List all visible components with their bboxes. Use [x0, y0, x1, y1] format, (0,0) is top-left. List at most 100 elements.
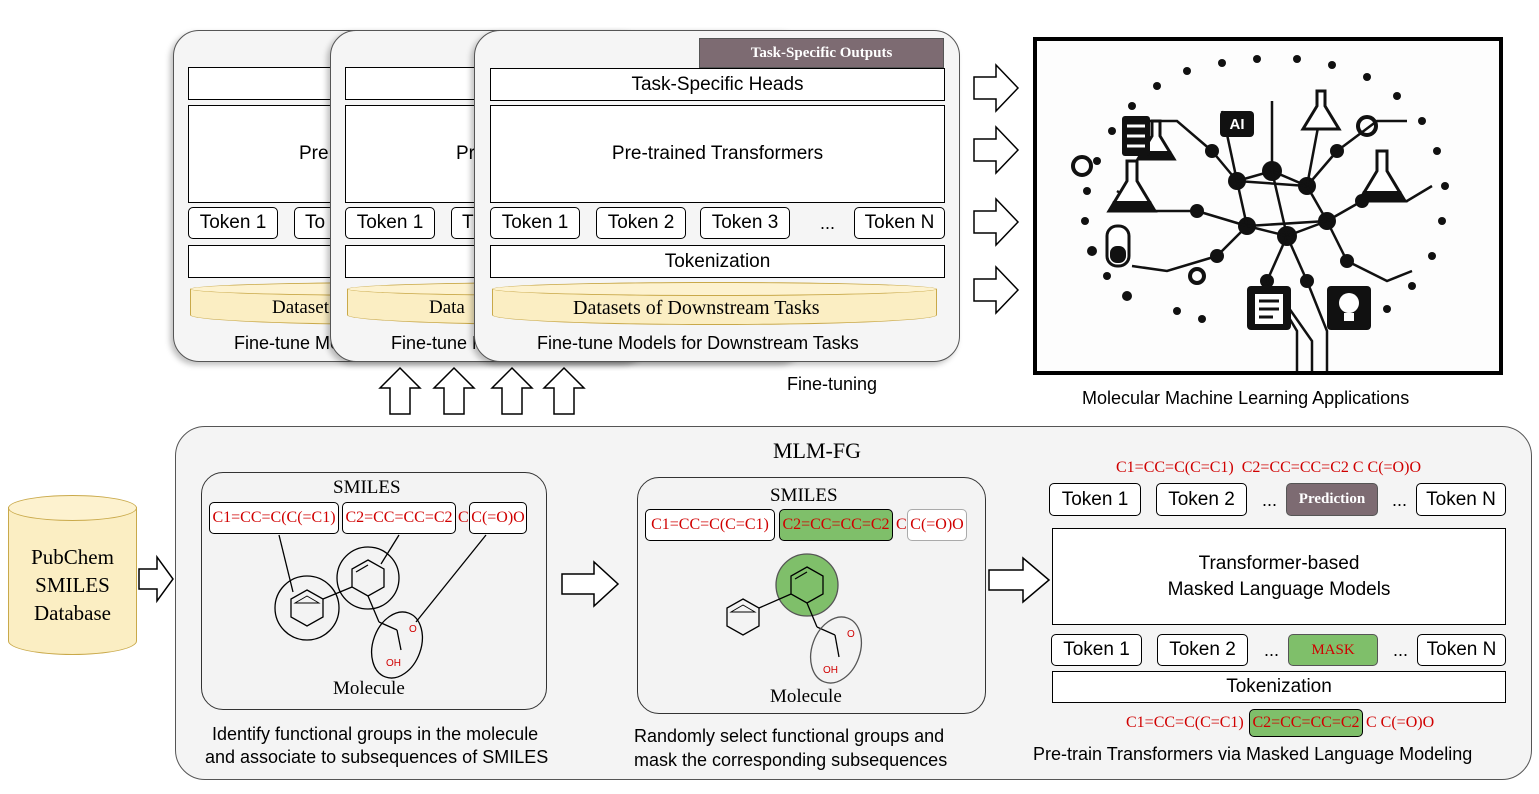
tokenization-box: Tokenization [490, 245, 945, 278]
token-label: Token 1 [356, 212, 424, 233]
token-label: Token 2 [1168, 488, 1235, 510]
step3-top-token-2: Token 2 [1156, 483, 1247, 516]
step2-smiles-seg-4: C(=O)O [907, 509, 967, 541]
step3-bottom-smiles-a: C1=CC=C(C=C1) [1126, 714, 1244, 731]
ai-badge: AI [1230, 116, 1245, 133]
up-arrow-icon [378, 366, 422, 415]
tokenization-label: Tokenization [1226, 676, 1332, 697]
step1-smiles-seg-2: C2=CC=CC=C2 [342, 502, 456, 534]
step1-to-step2-arrow [561, 560, 620, 608]
right-arrow-icon [973, 63, 1020, 113]
step1-molecule-drawing: O OH [274, 534, 487, 679]
model-label-line-1: Transformer-based [1198, 552, 1360, 574]
step3-bottom-token-n: Token N [1417, 634, 1506, 666]
prediction-token: Prediction [1286, 483, 1378, 516]
transformer-label-back-1: Pre [299, 143, 329, 164]
step3-top-smiles: C1=CC=C(C=C1) C2=CC=CC=C2 C C(=O)O [1116, 459, 1421, 476]
outputs-label: Task-Specific Outputs [750, 44, 893, 61]
card-title: Fine-tune Models for Downstream Tasks [537, 333, 859, 353]
token-label: Token 3 [711, 212, 779, 233]
step3-top-token-n: Token N [1416, 483, 1506, 516]
dataset-label: Datasets of Downstream Tasks [573, 297, 820, 319]
step1-atom-o: O [409, 624, 417, 635]
step3-top-token-1: Token 1 [1049, 483, 1141, 516]
token-label: Token 2 [1169, 639, 1236, 660]
database-line-1: PubChem [31, 545, 114, 569]
step1-caption-2: and associate to subsequences of SMILES [205, 747, 549, 767]
dataset-label-back-1: Dataset [272, 297, 329, 318]
right-arrow-icon [138, 554, 174, 604]
up-arrow-icon [490, 366, 534, 415]
database-line-2: SMILES [35, 573, 110, 597]
step2-molecule-label: Molecule [770, 686, 842, 707]
finetune-token-ellipsis: ... [820, 213, 836, 233]
step1-caption-1: Identify functional groups in the molecu… [212, 724, 539, 744]
right-arrow-icon [561, 560, 620, 608]
token-label: Token 1 [199, 212, 267, 233]
applications-caption: Molecular Machine Learning Applications [1082, 388, 1410, 408]
card-title-back-2: Fine-tune M [391, 333, 488, 353]
smiles-seg-text: C2=CC=CC=C2 [1252, 714, 1360, 731]
ml-applications-image: AI [1033, 37, 1503, 375]
finetune-token-n: Token N [854, 207, 945, 239]
up-arrows [378, 366, 586, 415]
mask-token: MASK [1288, 634, 1378, 666]
card-title-back-1: Fine-tune Mo [234, 333, 341, 353]
step3-top-ellipsis-2: ... [1392, 490, 1408, 510]
database-cylinder-top [8, 495, 137, 521]
database-cylinder-body [8, 507, 137, 655]
masked-language-model-box: Transformer-based Masked Language Models [1052, 528, 1506, 625]
smiles-seg-text: C1=CC=C(C=C1) [651, 516, 769, 533]
step3-bottom-ellipsis-1: ... [1264, 640, 1280, 660]
task-specific-heads-box: Task-Specific Heads [490, 68, 945, 101]
step1-smiles-seg-1: C1=CC=C(C(=C1) [209, 502, 339, 534]
step1-atom-oh: OH [386, 658, 401, 669]
right-arrows [973, 63, 1020, 315]
token-label: Token N [1426, 639, 1497, 660]
pubchem-database: PubChem SMILES Database [8, 495, 137, 655]
up-arrow-icon [542, 366, 586, 415]
finetune-token-1: Token 1 [490, 207, 580, 239]
step2-caption-2: mask the corresponding subsequences [634, 750, 948, 770]
finetune-token-3: Token 3 [700, 207, 790, 239]
step3-bottom-token-2: Token 2 [1157, 634, 1248, 666]
pretrained-transformers-box: Pre-trained Transformers [490, 105, 945, 203]
step2-atom-oh: OH [823, 665, 838, 676]
step3-tokenization-box: Tokenization [1052, 671, 1506, 703]
dataset-cylinder-top [492, 282, 937, 296]
mlm-fg-title: MLM-FG [773, 438, 862, 463]
step2-atom-o: O [847, 629, 855, 640]
task-specific-outputs-badge: Task-Specific Outputs [699, 38, 944, 68]
step2-caption-1: Randomly select functional groups and [634, 726, 945, 746]
token-label: Token 1 [1061, 488, 1129, 510]
step2-smiles-seg-1: C1=CC=C(C=C1) [645, 509, 775, 541]
step3-bottom-smiles-masked: C2=CC=CC=C2 [1249, 709, 1363, 737]
step1-molecule-label: Molecule [333, 678, 405, 699]
step3-top-ellipsis-1: ... [1262, 490, 1278, 510]
step2-smiles-seg-2-masked: C2=CC=CC=C2 [779, 509, 893, 541]
token-label: Token 2 [607, 212, 675, 233]
db-to-mlmfg-arrow [138, 554, 174, 604]
smiles-seg-text: C(=O)O [910, 516, 964, 533]
token-back-1-a: Token 1 [188, 207, 278, 239]
step1-smiles-title: SMILES [333, 477, 401, 498]
smiles-seg-text: C2=CC=CC=C2 [345, 509, 453, 526]
smiles-seg-text: C(=O)O [471, 509, 525, 526]
tokenization-label: Tokenization [664, 250, 771, 272]
smiles-seg-text: C1=CC=C(C(=C1) [212, 509, 336, 526]
step3-bottom-smiles-c: C C(=O)O [1366, 714, 1435, 731]
transformer-label: Pre-trained Transformers [611, 143, 824, 164]
step3-caption: Pre-train Transformers via Masked Langua… [1033, 744, 1473, 764]
fine-tuning-label: Fine-tuning [787, 374, 878, 394]
finetune-token-2: Token 2 [596, 207, 686, 239]
heads-label: Task-Specific Heads [631, 73, 804, 95]
right-arrow-icon [973, 265, 1020, 315]
step1-smiles-seg-3: C [458, 509, 469, 526]
token-label: Token 1 [501, 212, 569, 233]
step3-bottom-token-1: Token 1 [1051, 634, 1142, 666]
right-arrow-icon [973, 125, 1020, 175]
up-arrow-icon [432, 366, 476, 415]
token-label: T [462, 212, 474, 233]
circuit-brain-icon: AI [1071, 55, 1449, 371]
dataset-label-back-2: Data [429, 297, 465, 318]
